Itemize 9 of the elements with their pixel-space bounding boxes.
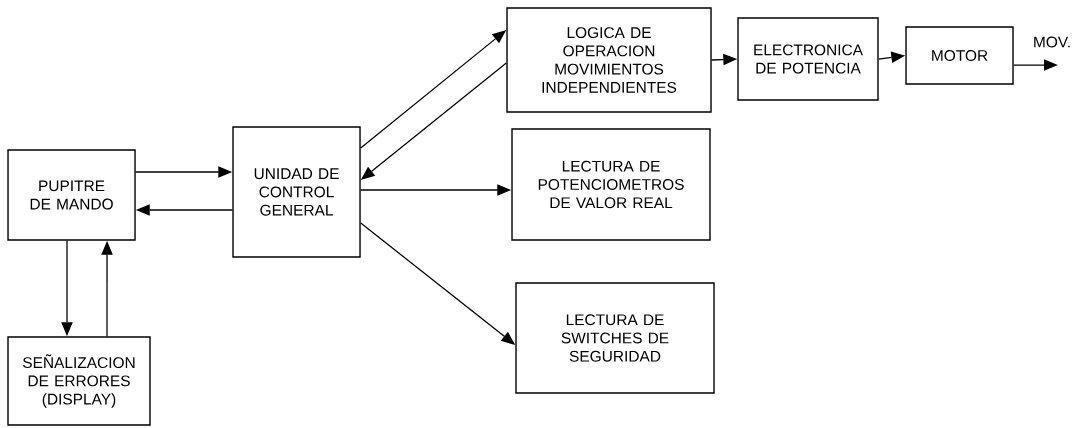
process-box: LECTURA DE POTENCIOMETROS DE VALOR REAL: [511, 128, 711, 241]
process-box: SEÑALIZACION DE ERRORES (DISPLAY): [7, 336, 151, 426]
process-box: UNIDAD DE CONTROL GENERAL: [232, 126, 361, 258]
process-box: PUPITRE DE MANDO: [7, 149, 136, 241]
process-box: LECTURA DE SWITCHES DE SEGURIDAD: [515, 282, 715, 394]
edge-label: MOV.: [1034, 36, 1070, 48]
process-box: ELECTRONICA DE POTENCIA: [737, 17, 879, 101]
process-box: LOGICA DE OPERACION MOVIMIENTOS INDEPENDIENTES: [506, 7, 712, 113]
process-box: MOTOR: [905, 26, 1014, 85]
